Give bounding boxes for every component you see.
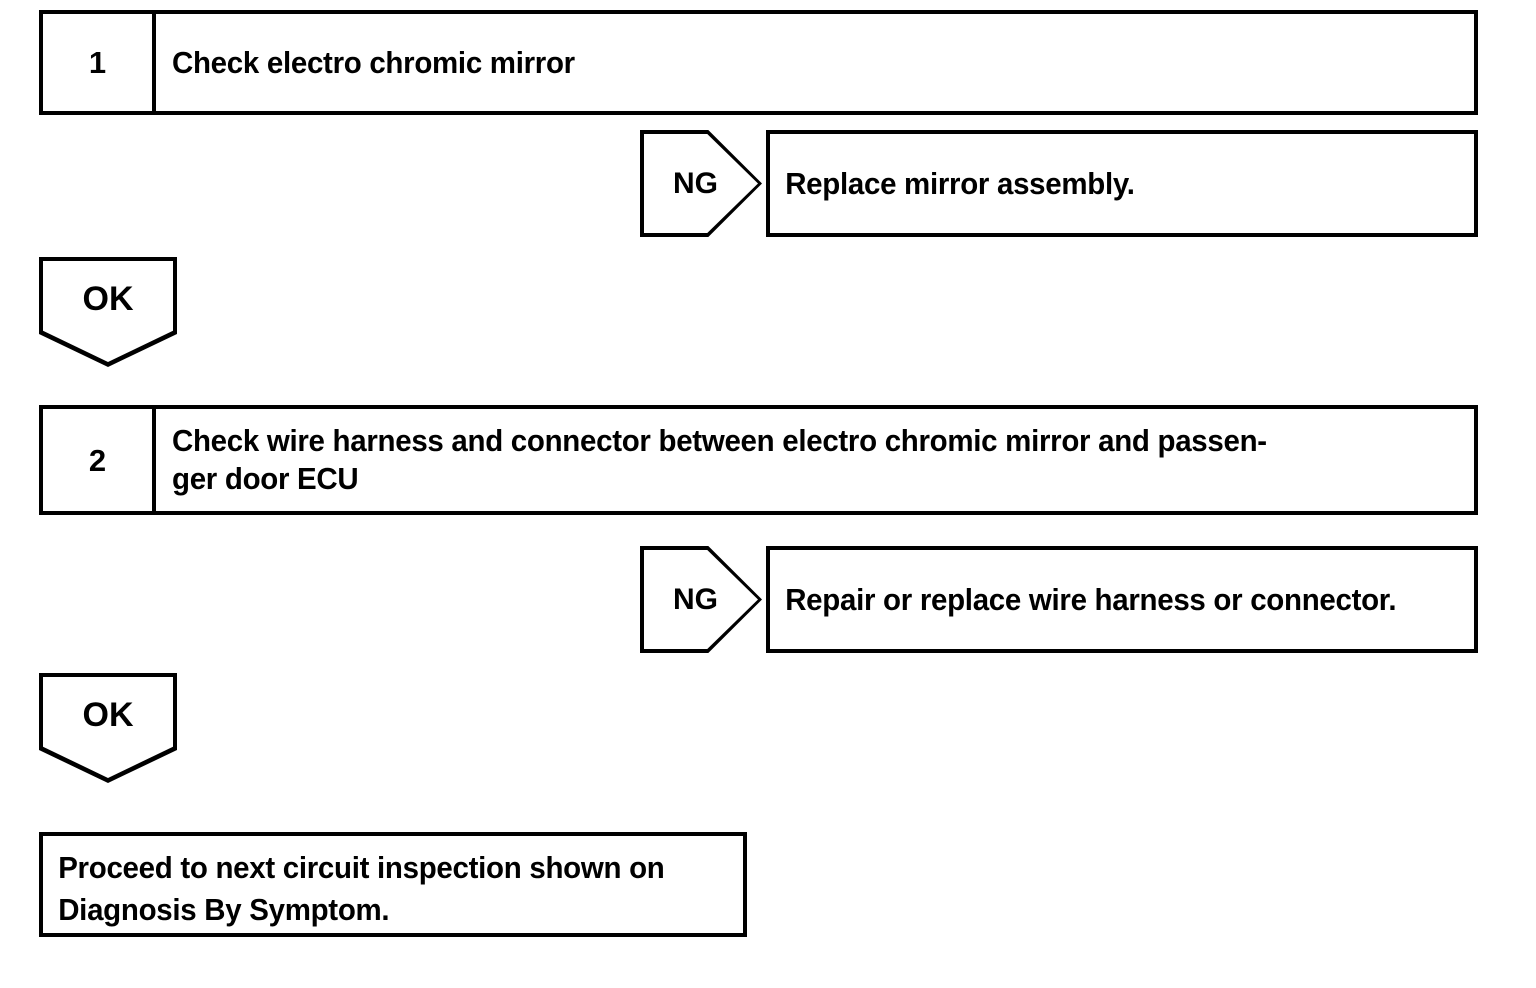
step-1-text-cell: Check electro chromic mirror: [156, 14, 1474, 111]
step-2-ng-label: NG: [673, 582, 718, 616]
step-2-number-cell: 2: [43, 409, 156, 511]
step-1-ng-result-text: Replace mirror assembly.: [785, 165, 1135, 201]
step-2-ng-result-box[interactable]: Repair or replace wire harness or connec…: [766, 546, 1478, 653]
step-1-instruction: Check electro chromic mirror: [172, 44, 575, 80]
step-1-ok-arrow: OK: [39, 257, 177, 367]
step-2-box[interactable]: 2 Check wire harness and connector betwe…: [39, 405, 1478, 515]
step-1-number-cell: 1: [43, 14, 156, 111]
step-1-box[interactable]: 1 Check electro chromic mirror: [39, 10, 1478, 115]
step-1-ng-arrow: NG: [640, 130, 762, 237]
step-1-ng-result-box[interactable]: Replace mirror assembly.: [766, 130, 1478, 237]
step-1-ok-label: OK: [82, 280, 134, 318]
final-outcome-text: Proceed to next circuit inspection shown…: [58, 850, 665, 927]
step-2-ng-result-text: Repair or replace wire harness or connec…: [785, 581, 1397, 617]
step-2-ok-label: OK: [82, 696, 134, 734]
step-2-ng-arrow: NG: [640, 546, 762, 653]
step-2-ok-arrow: OK: [39, 673, 177, 783]
final-outcome-box[interactable]: Proceed to next circuit inspection shown…: [39, 832, 747, 937]
step-2-text-cell: Check wire harness and connector between…: [156, 409, 1474, 511]
step-2-instruction: Check wire harness and connector between…: [172, 423, 1267, 496]
step-1-number: 1: [88, 45, 107, 80]
step-2-number: 2: [88, 442, 107, 478]
step-1-ng-label: NG: [673, 166, 718, 200]
